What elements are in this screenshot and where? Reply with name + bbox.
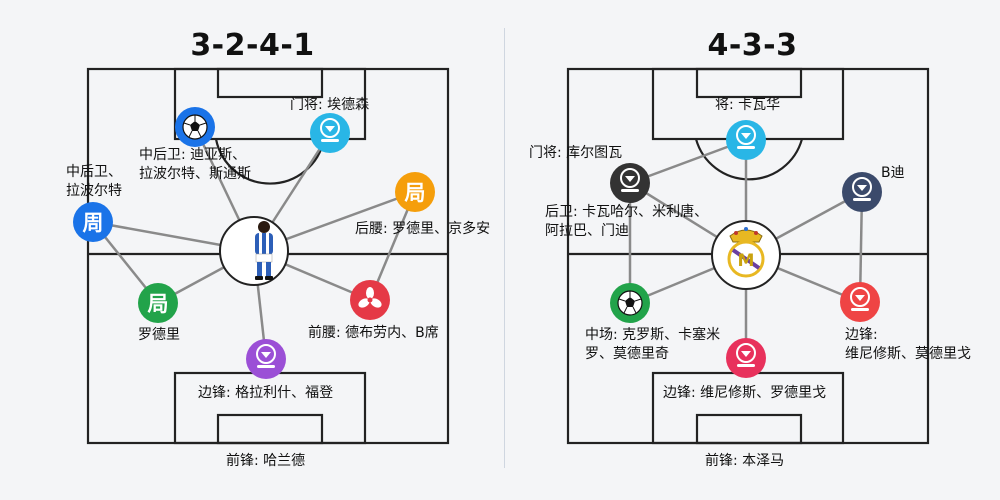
mid-left-node: 局	[138, 283, 178, 323]
top-penalty-arc	[214, 138, 326, 185]
bottom-goal-box	[216, 413, 324, 445]
label-text: 将: 卡瓦华	[715, 97, 781, 113]
user-download-icon	[736, 125, 756, 149]
label-text: 边锋: 维尼修斯、莫德里戈	[845, 327, 971, 362]
label-text: 前腰: 德布劳内、B席	[308, 325, 439, 341]
soccer-ball-icon	[182, 114, 208, 140]
flower-icon	[358, 287, 382, 308]
formation-panel-left: 3-2-4-1	[52, 28, 490, 471]
soccer-ball-icon	[617, 290, 643, 316]
label-text: 边锋: 维尼修斯、罗德里戈	[663, 385, 827, 401]
pitch-diagram: M	[566, 67, 930, 445]
label-text: 门将: 库尔图瓦	[529, 145, 623, 161]
center-node: M	[711, 220, 781, 290]
node-label-mid: 中场: 克罗斯、卡塞米 罗、莫德里奇	[585, 326, 720, 364]
label-text: 门将: 埃德森	[290, 97, 370, 113]
label-text: B迪	[881, 165, 905, 181]
node-label-gk: 门将: 埃德森	[290, 96, 369, 115]
label-text: 罗德里	[138, 327, 180, 343]
node-label-cb-left: 中后卫: 迪亚斯、 拉波尔特、斯通斯	[139, 146, 251, 184]
pitch-diagram: 周 局 局	[73, 67, 450, 445]
formation-title: 3-2-4-1	[190, 28, 315, 63]
top-goal-box	[216, 67, 324, 99]
gk-left-node	[610, 163, 650, 203]
center-node	[219, 216, 289, 286]
gk-node	[310, 113, 350, 153]
node-label-wing: 边锋: 格拉利什、福登	[198, 384, 333, 403]
text-glyph-icon: 周	[83, 211, 104, 235]
label-text: 后腰: 罗德里、京多安	[355, 221, 491, 237]
wing-node	[246, 339, 286, 379]
formation-panel-right: 4-3-3	[505, 0, 1000, 500]
user-download-icon	[620, 168, 640, 192]
connector-line	[629, 138, 747, 185]
top-penalty-arc	[694, 138, 804, 181]
text-glyph-icon: 局	[405, 181, 426, 205]
top-goal-box	[695, 67, 803, 99]
gk-top-node	[726, 120, 766, 160]
cb-left-node	[175, 107, 215, 147]
label-text: 前锋: 本泽马	[705, 453, 785, 469]
svg-text:M: M	[738, 251, 755, 271]
node-label-def: 后卫: 卡瓦哈尔、米利唐、 阿拉巴、门迪	[545, 203, 708, 241]
wing-bottom-node	[726, 338, 766, 378]
cb-far-left-node: 周	[73, 202, 113, 242]
node-label-fw: 前锋: 哈兰德	[226, 452, 305, 471]
bottom-goal-box	[695, 413, 803, 445]
player-figure-icon	[255, 221, 273, 280]
node-label-am: 前腰: 德布劳内、B席	[308, 324, 439, 343]
mid-node	[610, 283, 650, 323]
formation-title: 4-3-3	[707, 28, 798, 63]
panel-divider	[504, 28, 505, 468]
label-text: 中后卫: 迪亚斯、 拉波尔特、斯通斯	[139, 147, 251, 182]
node-label-wing-right: 边锋: 维尼修斯、莫德里戈	[845, 326, 971, 364]
node-label-cb-far-left: 中后卫、 拉波尔特	[52, 163, 136, 201]
dm-node: 局	[395, 172, 435, 212]
label-text: 边锋: 格拉利什、福登	[198, 385, 334, 401]
node-label-gk-left: 门将: 库尔图瓦	[529, 144, 622, 163]
user-download-icon	[852, 177, 872, 201]
node-label-fw: 前锋: 本泽马	[705, 452, 784, 471]
node-label-dm: 后腰: 罗德里、京多安	[355, 220, 490, 239]
am-node	[350, 280, 390, 320]
user-download-icon	[736, 343, 756, 367]
user-download-icon	[850, 287, 870, 311]
user-download-icon	[320, 118, 340, 142]
label-text: 后卫: 卡瓦哈尔、米利唐、 阿拉巴、门迪	[545, 204, 709, 239]
node-label-gk-top: 将: 卡瓦华	[715, 96, 780, 115]
user-download-icon	[256, 344, 276, 368]
real-madrid-crest-icon: M	[727, 227, 765, 278]
node-label-mid-left: 罗德里	[138, 326, 180, 345]
node-label-b: B迪	[881, 164, 905, 183]
node-label-wing-bottom: 边锋: 维尼修斯、罗德里戈	[663, 384, 826, 403]
wing-right-node	[840, 282, 880, 322]
label-text: 中后卫、 拉波尔特	[66, 164, 122, 199]
label-text: 前锋: 哈兰德	[226, 453, 306, 469]
text-glyph-icon: 局	[148, 292, 169, 316]
label-text: 中场: 克罗斯、卡塞米 罗、莫德里奇	[585, 327, 721, 362]
b-node	[842, 172, 882, 212]
